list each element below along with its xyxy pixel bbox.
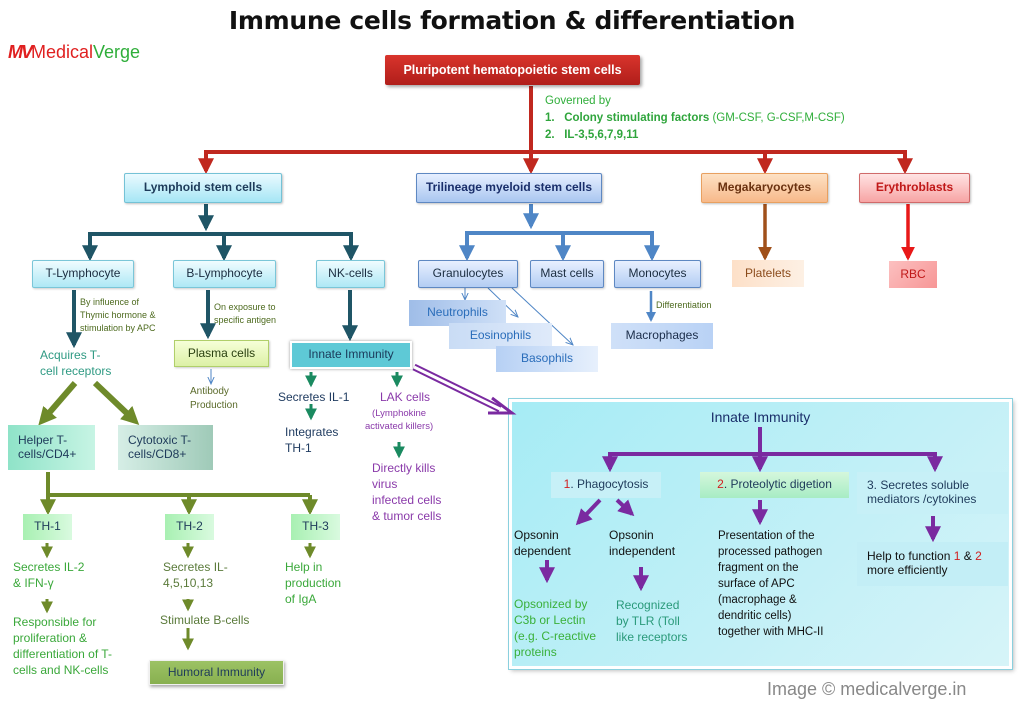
platelets-node: Platelets [732,260,804,287]
governed-item-1: 1. Colony stimulating factors (GM-CSF, G… [545,112,845,124]
th1-node: TH-1 [23,514,72,540]
logo-text-medical: Medical [31,42,94,62]
myeloid-connectors [459,204,660,322]
phagocytosis-node: 1. Phagocytosis [551,472,661,498]
cytotoxic-t-cells-node: Cytotoxic T-cells/CD8+ [118,425,213,470]
basophils-node: Basophils [496,346,598,372]
page-title: Immune cells formation & differentiation [228,6,796,35]
pluripotent-stem-cells-node: Pluripotent hematopoietic stem cells [385,55,640,85]
lymphoid-connectors [66,204,359,349]
t-lymphocyte-node: T-Lymphocyte [32,260,134,288]
nk-innate-immunity-node: Innate Immunity [290,341,412,369]
differentiation-label: Differentiation [656,300,712,310]
innate-panel-connectors [539,427,943,592]
th3-node: TH-3 [291,514,340,540]
governed-item-2: 2. IL-3,5,6,7,9,11 [545,129,639,141]
helper-t-cells-node: Helper T-cells/CD4+ [8,425,95,470]
proteolytic-digestion-node: 2. Proteolytic digetion [700,472,849,498]
governed-heading: Governed by [545,95,611,107]
logo-text-verge: Verge [93,42,141,62]
th2-node: TH-2 [165,514,214,540]
th2-secretes: Secretes IL-4,5,10,13 [163,560,228,590]
th2-role: Stimulate B-cells [160,613,250,627]
rbc-node: RBC [889,261,937,288]
humoral-immunity-node: Humoral Immunity [149,660,284,685]
granulocytes-node: Granulocytes [418,260,518,288]
th1-secretes: Secretes IL-2& IFN-γ [13,560,85,590]
acquires-t-cell-receptors: Acquires T-cell receptors [40,348,112,378]
governed-by-note: Governed by 1. Colony stimulating factor… [545,93,845,144]
lak-cells-label: LAK cells [380,390,431,404]
neutrophils-node: Neutrophils [409,300,506,326]
innate-panel-title: Innate Immunity [710,409,811,425]
mast-cells-node: Mast cells [530,260,604,288]
nk-arrows [305,372,405,459]
erythroblasts-node: Erythroblasts [859,173,970,203]
medicalverge-logo[interactable]: MVMedicalVerge [8,42,140,63]
megakaryocytes-node: Megakaryocytes [701,173,828,203]
help-function-node: Help to function 1 & 2 more efficiently [857,542,1008,586]
myeloid-stem-cells-node: Trilineage myeloid stem cells [416,173,602,203]
secretes-il1-label: Secretes IL-1 [278,390,350,404]
nk-cells-node: NK-cells [316,260,385,288]
b-lymphocyte-node: B-Lymphocyte [173,260,276,288]
plasma-cells-node: Plasma cells [174,340,269,367]
lymphoid-stem-cells-node: Lymphoid stem cells [124,173,282,203]
t-cell-connectors [38,380,318,651]
root-connectors [198,86,913,175]
eosinophils-node: Eosinophils [449,323,552,349]
image-credit: Image © medicalverge.in [767,679,967,699]
macrophages-node: Macrophages [611,323,713,349]
innate-link-arrow [412,363,517,415]
monocytes-node: Monocytes [614,260,701,288]
logo-mark: MV [8,42,33,62]
